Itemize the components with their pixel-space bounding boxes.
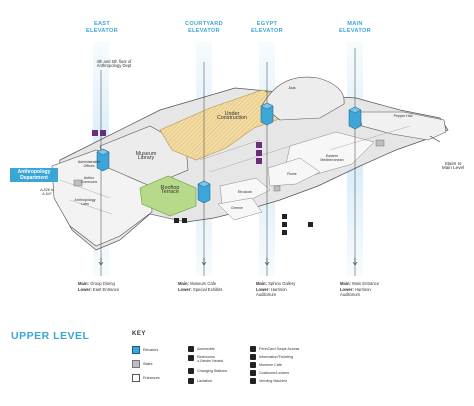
- lower-destination: Harrison Auditorium: [256, 286, 287, 298]
- lactation-icon: [308, 222, 313, 227]
- lower-destination: Harrison Auditorium: [340, 286, 371, 298]
- egypt-destinations: Main: Sphinx Gallery Lower: Harrison Aud…: [256, 281, 316, 298]
- stairs-block: [375, 139, 385, 147]
- rooftop-terrace-area: [139, 175, 197, 217]
- courtyard-destinations: Main: Museum Cafe Lower: Special Exhibit…: [178, 281, 244, 292]
- stairs-block: [73, 179, 83, 187]
- stairs-block: [273, 185, 281, 192]
- egypt-elevator-block[interactable]: [260, 102, 274, 126]
- coat-icon: [282, 222, 287, 227]
- stairs-arrow-icon: [429, 135, 441, 143]
- cafe-icon: [250, 362, 256, 368]
- lower-destination: Special Exhibits: [192, 286, 223, 292]
- card-swipe-icon: [250, 346, 256, 352]
- main-destination: Sphinx Gallery: [268, 281, 296, 286]
- main-label: Main:: [78, 281, 89, 286]
- gender-neutral-label: Gender Neutral: [200, 359, 224, 363]
- vending-machine-icon: [250, 378, 256, 384]
- main-destinations: Main: Main Entrance Lower: Harrison Audi…: [340, 281, 404, 298]
- stairs-icon: [132, 360, 140, 368]
- pepper-hall-corridor: [357, 111, 447, 141]
- info-icon: [250, 354, 256, 360]
- main-elevator-label: MAIN ELEVATOR: [339, 21, 371, 34]
- under-construction-label: Under Construction: [216, 111, 248, 122]
- asia-rotunda: [261, 76, 345, 121]
- lower-label: Lower:: [78, 286, 92, 292]
- main-destination: Group Dining: [90, 281, 115, 286]
- main-destination: Museum Cafe: [190, 281, 217, 286]
- lactation-icon: [188, 378, 194, 384]
- anthro-commons-label: Anthro Commons: [80, 176, 98, 185]
- main-label: Main:: [340, 281, 351, 286]
- entrance-icon: [132, 374, 140, 382]
- key-changing-stations: Changing Stations: [188, 368, 227, 374]
- east-elevator-label: EAST ELEVATOR: [86, 21, 118, 34]
- courtyard-elevator-block[interactable]: [197, 180, 211, 204]
- egypt-down-arrow-icon: [264, 258, 270, 266]
- restroom-marker-icon: [256, 150, 262, 156]
- main-destination: Main Entrance: [352, 281, 380, 286]
- restroom-icon: [188, 355, 194, 361]
- pepper-hall-label: Pepper Hall: [393, 114, 413, 118]
- key-accessible: Accessible: [188, 346, 215, 352]
- level-title: UPPER LEVEL: [11, 330, 90, 342]
- cafe-icon: [282, 230, 287, 235]
- main-elevator-block[interactable]: [348, 106, 362, 130]
- lower-destination: East Entrance: [92, 286, 120, 292]
- info-icon: [282, 214, 287, 219]
- rome-label: Rome: [287, 172, 297, 176]
- key-lactation: Lactation: [188, 378, 212, 384]
- key-restrooms: Restrooms ● Gender Neutral: [188, 355, 223, 363]
- restroom-marker-icon: [92, 130, 98, 136]
- accessible-icon: [188, 346, 194, 352]
- greece-label: Greece: [231, 206, 243, 210]
- elevator-icon: [132, 346, 140, 354]
- lower-label: Lower:: [340, 286, 354, 292]
- egypt-elevator-label: EGYPT ELEVATOR: [251, 21, 283, 34]
- key-cafe: Museum Cafe: [250, 362, 282, 368]
- main-down-arrow-icon: [352, 258, 358, 266]
- anthropology-department-callout: Anthropology Department: [10, 168, 58, 182]
- key-title: KEY: [132, 331, 146, 337]
- east-destinations: Main: Group Dining Lower: East Entrance: [78, 281, 138, 292]
- courtyard-down-arrow-icon: [201, 258, 207, 266]
- asia-label: Asia: [288, 86, 296, 90]
- key-entrances: Entrances: [132, 374, 160, 382]
- east-elevator-note: 4th and 5th floor of Anthropology Dept: [96, 59, 132, 69]
- rome-room: [267, 157, 321, 187]
- vending-icon: [182, 218, 187, 223]
- key-stairs: Stairs: [132, 360, 152, 368]
- east-elevator-block[interactable]: [96, 148, 110, 172]
- room-range-label: A-528 to A-547: [40, 188, 54, 197]
- key-vending: Vending Machine: [250, 378, 287, 384]
- east-down-arrow-icon: [98, 258, 104, 266]
- baby-changing-icon: [188, 368, 194, 374]
- lower-label: Lower:: [178, 286, 192, 292]
- main-label: Main:: [178, 281, 189, 286]
- restroom-marker-icon: [256, 142, 262, 148]
- main-label: Main:: [256, 281, 267, 286]
- stairs-to-main-label: Stairs to Main Level: [441, 161, 465, 171]
- key-penncard: PennCard Swipe Access: [250, 346, 299, 352]
- restroom-marker-icon: [256, 158, 262, 164]
- coat-hanger-icon: [250, 370, 256, 376]
- etruscan-room: [219, 177, 271, 205]
- admin-offices-label: Administrative Offices: [77, 160, 101, 169]
- rooftop-terrace-label: Rooftop Terrace: [160, 185, 180, 196]
- greece-room: [217, 197, 263, 221]
- key-coatroom: Coatroom/Lockers: [250, 370, 289, 376]
- key-info: Information/Ticketing: [250, 354, 293, 360]
- eastern-mediterranean-label: Eastern Mediterranean: [320, 154, 344, 163]
- key-elevators: Elevators: [132, 346, 158, 354]
- accessible-icon: [174, 218, 179, 223]
- courtyard-elevator-label: COURTYARD ELEVATOR: [185, 21, 223, 34]
- lower-label: Lower:: [256, 286, 270, 292]
- restroom-marker-icon: [100, 130, 106, 136]
- anthropology-labs-label: Anthropology Labs: [74, 198, 96, 207]
- etruscan-label: Etruscan: [237, 190, 253, 194]
- museum-library-label: Museum Library: [135, 151, 157, 162]
